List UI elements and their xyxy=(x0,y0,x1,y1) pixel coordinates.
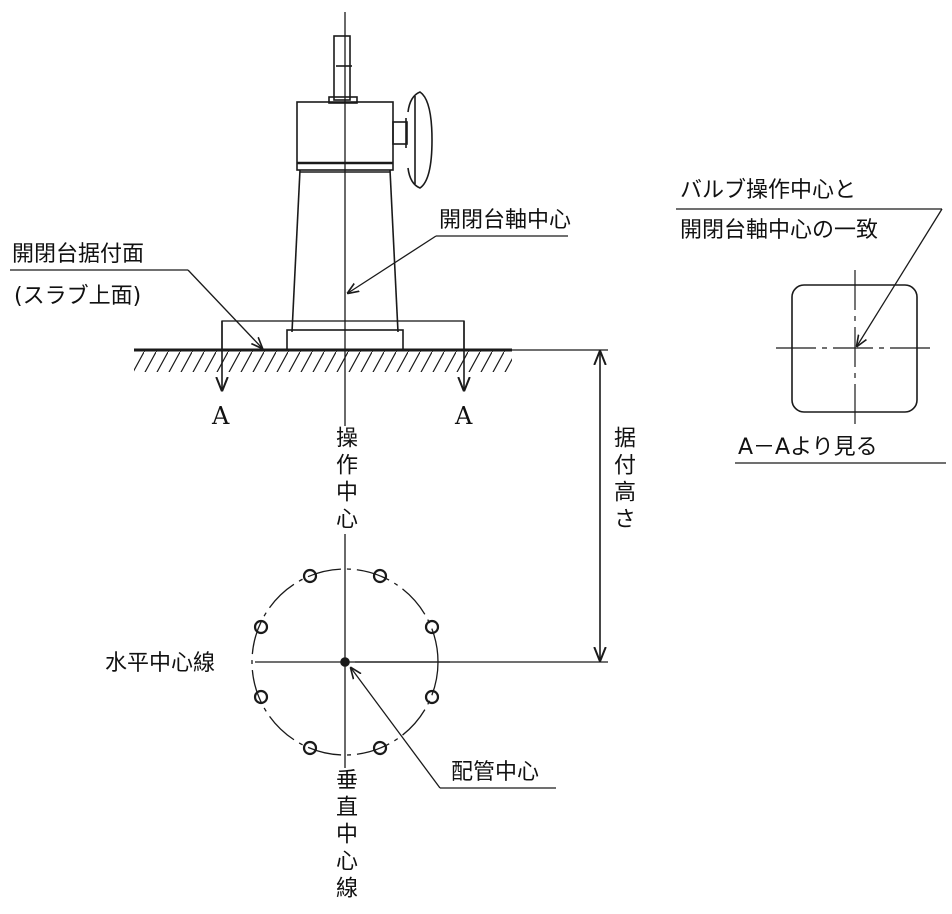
pipe-center-label: 配管中心 xyxy=(451,760,540,785)
operating-stem xyxy=(328,35,358,104)
gearbox-head xyxy=(296,101,408,171)
shaft-center-leader xyxy=(348,235,437,293)
section-a-right-label: A xyxy=(455,402,473,430)
mounting-outline xyxy=(221,320,465,351)
operation-center-label: 操作中心 xyxy=(332,426,357,534)
section-a-left-label: A xyxy=(212,402,230,430)
handwheel xyxy=(405,91,433,189)
mount-surface-label: 開閉台据付面 xyxy=(12,242,145,267)
shaft-center-label: 開閉台軸中心 xyxy=(439,208,572,233)
valve-match-label-line2: 開閉台軸中心の一致 xyxy=(680,218,879,243)
bolt-holes xyxy=(253,568,440,756)
view-aa-label: A－Aより見る xyxy=(738,435,878,460)
pipe-center-leader xyxy=(351,668,441,789)
flange-bolt-circle xyxy=(251,568,450,756)
slab-top-label: (スラブ上面) xyxy=(14,284,142,309)
valve-match-label-line1: バルブ操作中心と xyxy=(680,178,857,203)
drawing-lines xyxy=(10,12,946,880)
horizontal-centerline-label: 水平中心線 xyxy=(105,651,216,676)
mount-height-label: 据付高さ xyxy=(610,426,635,534)
vertical-centerline-label: 垂直中心線 xyxy=(332,768,357,903)
mount-height-dimension xyxy=(355,349,608,663)
aa-detail-view xyxy=(676,208,946,464)
floor-hatching xyxy=(134,351,512,372)
mount-surface-leader xyxy=(187,269,262,348)
